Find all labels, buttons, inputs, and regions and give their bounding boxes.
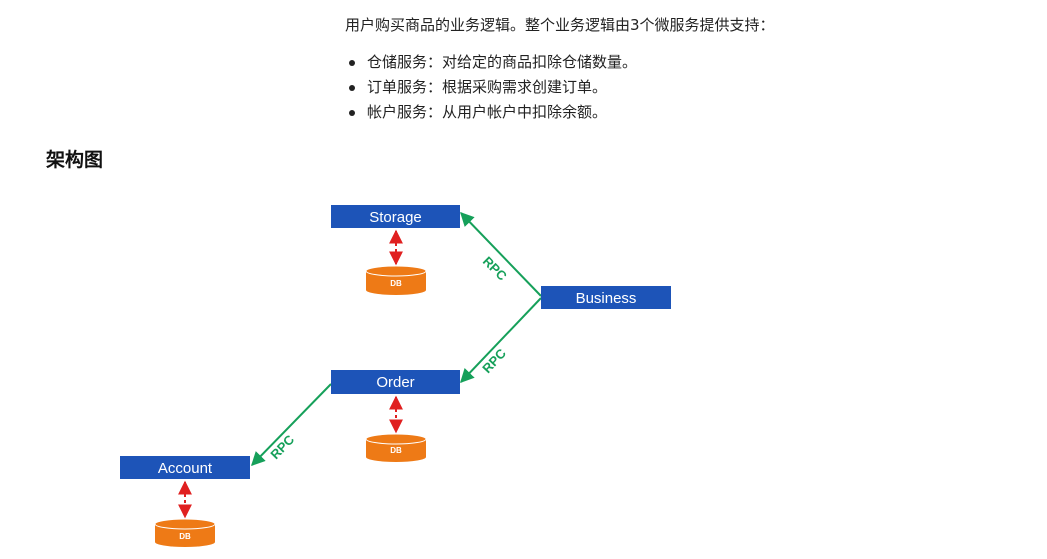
node-account-label: Account <box>158 460 213 477</box>
database-account-icon: DB <box>154 518 216 547</box>
edge-business-storage <box>460 211 542 297</box>
database-storage-icon: DB <box>365 265 427 295</box>
database-order-icon: DB <box>365 433 427 462</box>
rpc-label-order-account: RPC <box>267 431 297 462</box>
database-storage-label: DB <box>390 279 402 288</box>
list-item-storage-service: 仓储服务：对给定的商品扣除仓储数量。 <box>345 50 637 75</box>
database-account-label: DB <box>179 532 191 541</box>
section-title: 架构图 <box>46 149 104 171</box>
edge-business-order <box>460 297 542 384</box>
database-order-label: DB <box>390 446 402 455</box>
edge-order-account <box>251 383 332 467</box>
service-list: 仓储服务：对给定的商品扣除仓储数量。 订单服务：根据采购需求创建订单。 帐户服务… <box>345 50 637 125</box>
node-order: Order <box>331 370 460 394</box>
intro-text: 用户购买商品的业务逻辑。整个业务逻辑由3个微服务提供支持： <box>345 16 775 34</box>
node-business: Business <box>541 286 671 309</box>
node-business-label: Business <box>576 290 637 307</box>
node-order-label: Order <box>376 374 414 391</box>
list-item-order-service: 订单服务：根据采购需求创建订单。 <box>345 75 637 100</box>
node-storage-label: Storage <box>369 209 422 226</box>
node-account: Account <box>120 456 250 479</box>
rpc-label-business-order: RPC <box>479 345 509 376</box>
node-storage: Storage <box>331 205 460 228</box>
list-item-account-service: 帐户服务：从用户帐户中扣除余额。 <box>345 100 637 125</box>
